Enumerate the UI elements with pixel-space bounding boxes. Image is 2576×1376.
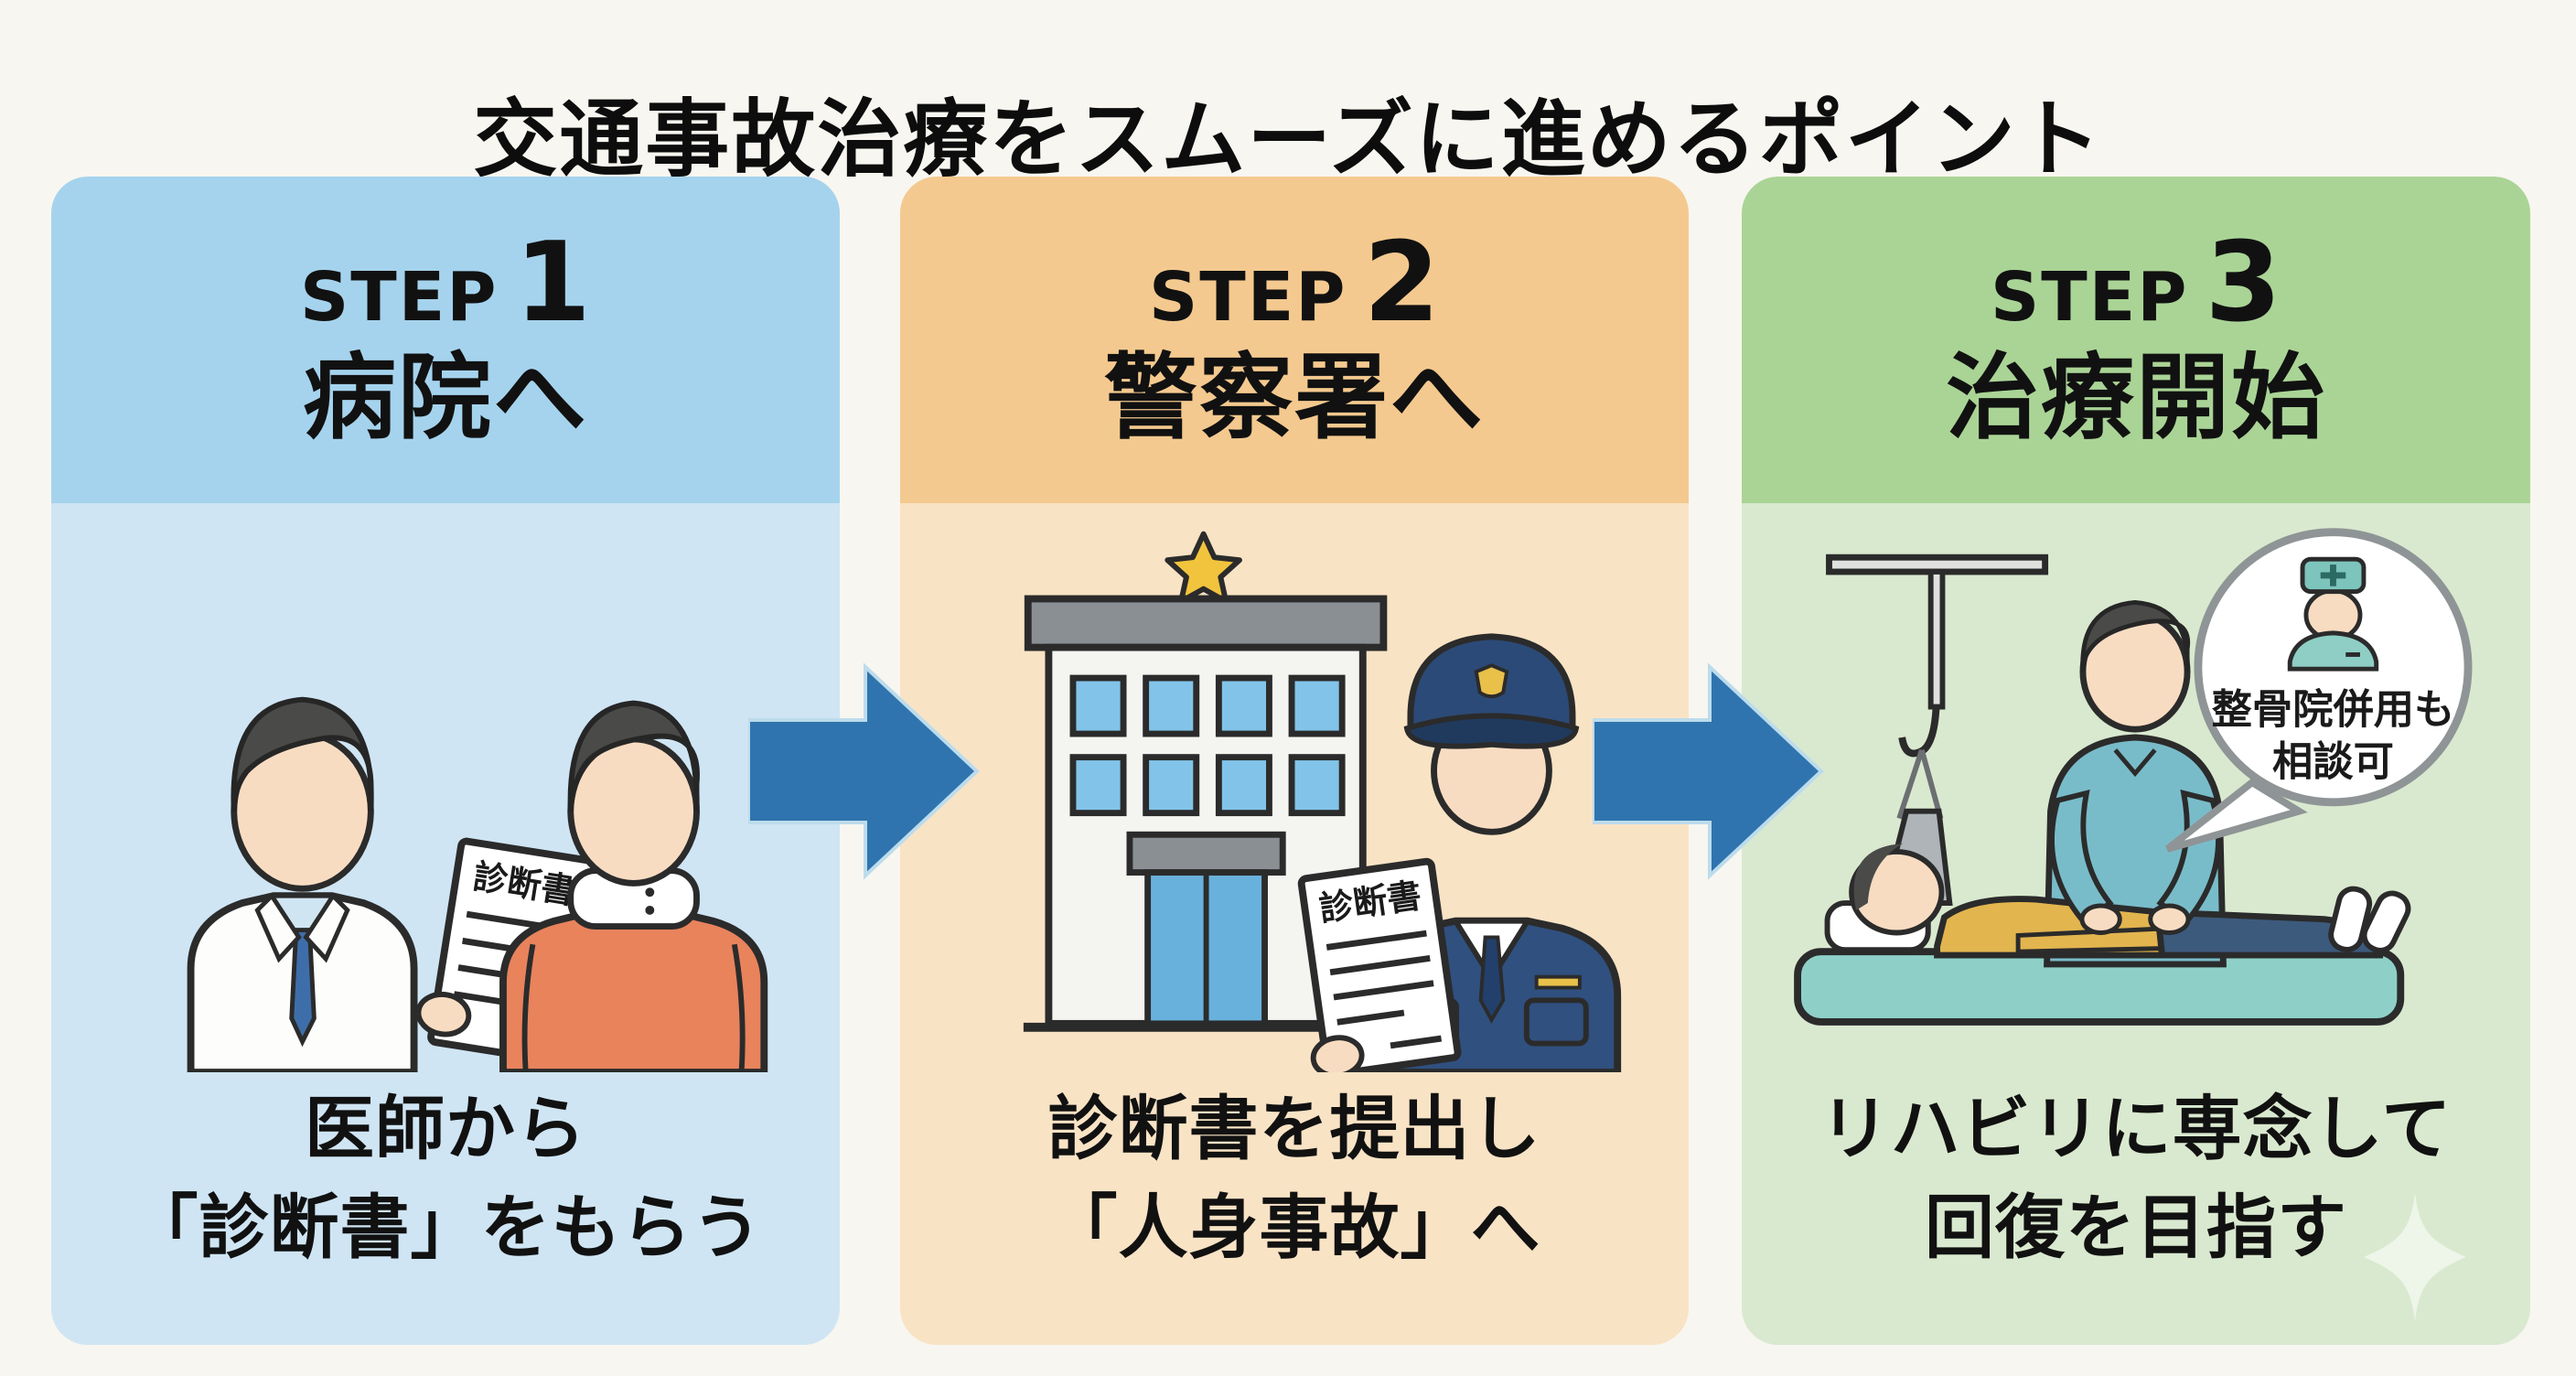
shoe [2328, 886, 2373, 952]
rehab-scene-icon: 整骨院併用も 相談可 [1794, 528, 2473, 1026]
step2-card: STEP 2 警察署へ [900, 177, 1689, 1345]
patient-hair [567, 700, 700, 812]
step3-label: STEP 3 [1991, 229, 2281, 339]
step1-header: STEP 1 病院へ [51, 177, 840, 503]
therapist-arms [2049, 790, 2222, 935]
police-station-icon [1023, 531, 1389, 1032]
lying-patient-icon [1824, 844, 2411, 959]
step1-heading: 病院へ [303, 344, 588, 454]
step2-body: 診断書 診断書を提出し 「人身事故」へ [900, 503, 1689, 1345]
cap-visor [1403, 713, 1580, 749]
caption-line: 「診断書」をもらう [128, 1187, 763, 1269]
step3-heading: 治療開始 [1946, 344, 2326, 454]
step1-card: STEP 1 病院へ 診断書 [51, 177, 840, 1345]
windows-row-2 [1069, 754, 1346, 817]
step1-body: 診断書 [51, 503, 840, 1345]
medical-certificate-icon: 診断書 [1297, 857, 1462, 1072]
windows-row-1 [1069, 674, 1346, 737]
doctor-patient-illustration: 診断書 [187, 696, 768, 1072]
step1-caption: 医師から 「診断書」をもらう [51, 1080, 840, 1277]
badge-bar [1534, 974, 1582, 990]
cap-emblem [1474, 663, 1509, 699]
step3-caption: リハビリに専念して 回復を目指す [1742, 1080, 2530, 1277]
doctor-icon [187, 696, 418, 1072]
step-number: 1 [514, 220, 592, 348]
step3-body: 整骨院併用も 相談可 リハビリに専念して 回復を目指す [1742, 503, 2530, 1345]
caption-line: 診断書を提出し [1047, 1088, 1541, 1170]
traction-frame-icon [1826, 554, 2049, 906]
step2-label: STEP 2 [1149, 229, 1440, 339]
step3-header: STEP 3 治療開始 [1742, 177, 2530, 503]
police-illustration: 診断書 [1023, 531, 1622, 1072]
step-number: 2 [1363, 220, 1441, 348]
step-number: 3 [2205, 220, 2282, 348]
step1-label: STEP 1 [300, 229, 591, 339]
caption-line: 「人身事故」へ [1047, 1187, 1541, 1269]
arrow-step1-to-step2-icon [748, 662, 980, 880]
bubble-text-line2: 相談可 [2272, 738, 2394, 785]
step-word: STEP [299, 258, 499, 338]
caption-line: リハビリに専念して [1819, 1088, 2453, 1170]
step2-caption: 診断書を提出し 「人身事故」へ [900, 1080, 1689, 1277]
star-icon [1165, 531, 1242, 605]
step-word: STEP [1148, 258, 1347, 338]
step2-header: STEP 2 警察署へ [900, 177, 1689, 503]
traction-hook [1898, 706, 1940, 758]
speech-bubble: 整骨院併用も 相談可 [2165, 528, 2473, 853]
therapist-hand [2148, 903, 2191, 935]
patient-icon [499, 700, 768, 1072]
bubble-text-line1: 整骨院併用も [2212, 686, 2455, 733]
shoe [2361, 890, 2411, 953]
doctor-hair [231, 696, 374, 812]
page-title: 交通事故治療をスムーズに進めるポイント [473, 90, 2103, 188]
step3-card: STEP 3 治療開始 [1742, 177, 2530, 1345]
patient-hair [1853, 844, 1904, 910]
practitioner-icon [2287, 556, 2379, 672]
sparkle-icon [2364, 1193, 2466, 1321]
step2-heading: 警察署へ [1104, 344, 1485, 454]
therapist-hand [2079, 903, 2122, 935]
therapist-hair [2080, 599, 2191, 672]
arrow-step2-to-step3-icon [1593, 662, 1824, 880]
caption-line: 回復を目指す [1925, 1187, 2347, 1269]
caption-line: 医師から [305, 1088, 586, 1170]
step-word: STEP [1990, 258, 2189, 338]
doctor-hand [415, 991, 472, 1037]
officer-hand [1310, 1035, 1365, 1072]
